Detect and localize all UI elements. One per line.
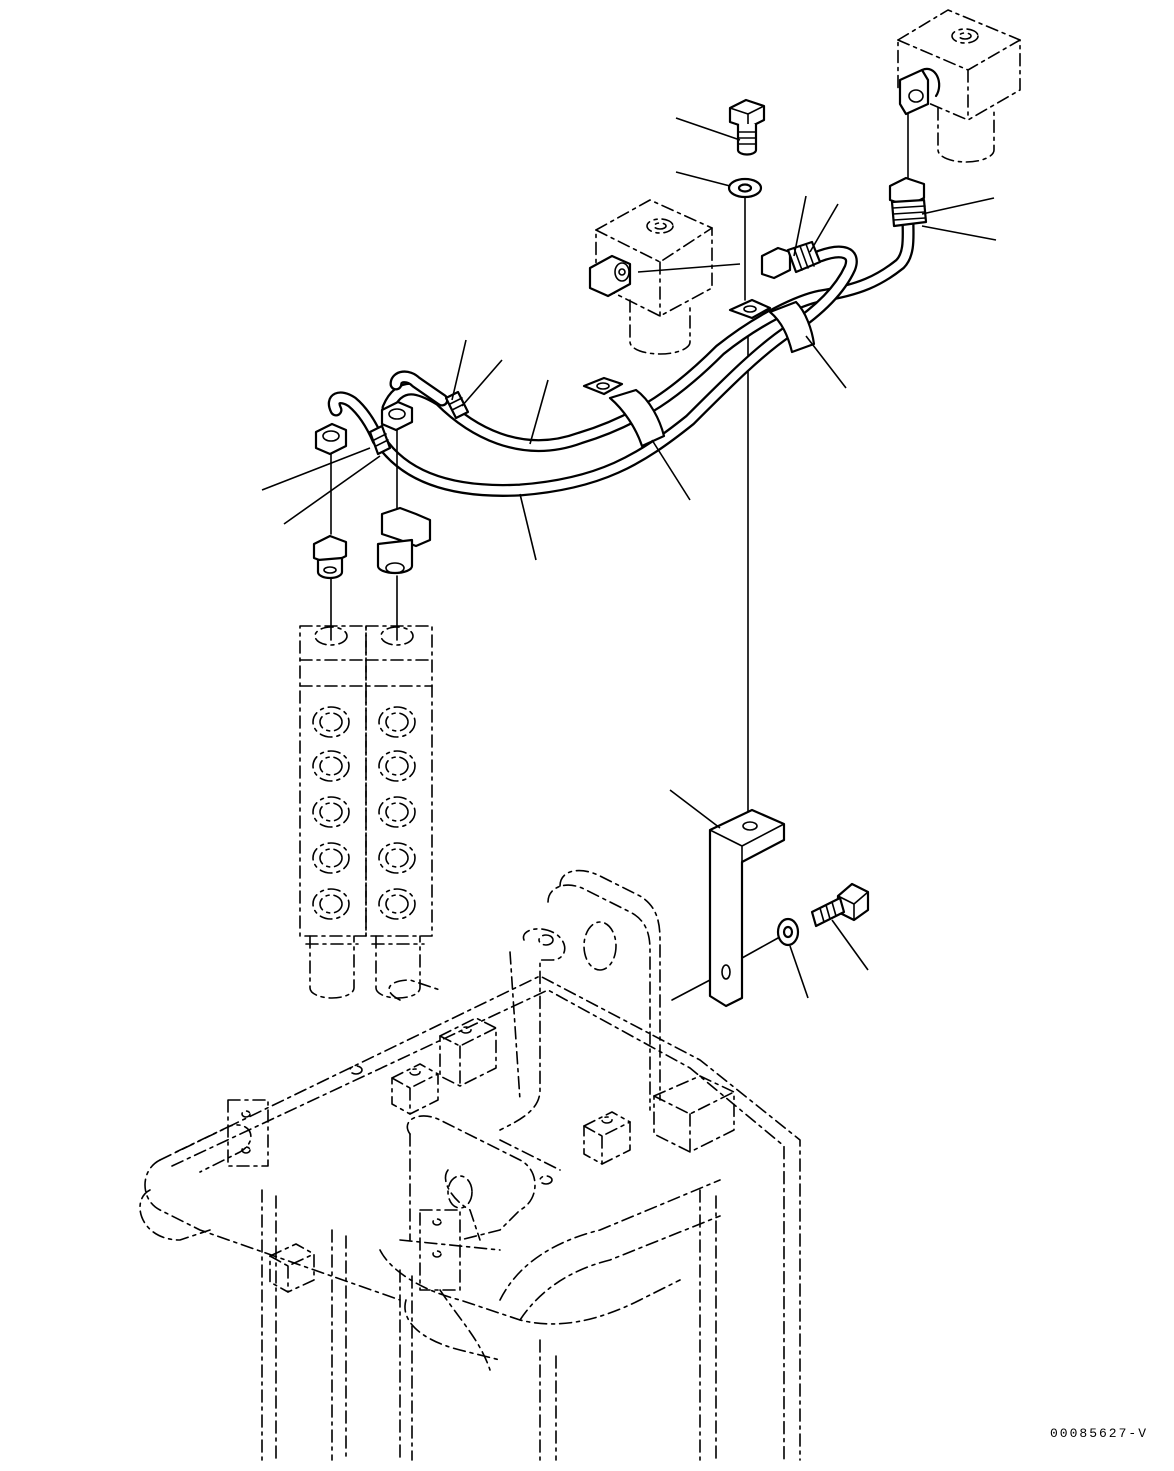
lower-bolt (810, 882, 870, 928)
drawing-reference-code: 00085627-V (1049, 1426, 1148, 1441)
hose-clamps (582, 298, 816, 448)
hose-assembly (327, 215, 915, 497)
middle-valve-block (588, 199, 713, 355)
valve-connectors (312, 429, 432, 641)
right-hose-fitting (888, 176, 928, 228)
chassis-frame (139, 869, 801, 1461)
top-bolt (728, 98, 766, 156)
solenoid-valve-stack (299, 625, 433, 999)
bracket-mount-line (671, 979, 711, 1001)
center-line (744, 196, 749, 821)
lower-washer (741, 917, 800, 959)
upper-right-valve-block (897, 9, 1021, 163)
middle-hose-fitting (760, 240, 822, 280)
left-hose-fittings (314, 390, 470, 456)
callout-leaders (261, 117, 997, 999)
lower-bracket (708, 808, 786, 1008)
top-washer (727, 177, 763, 199)
